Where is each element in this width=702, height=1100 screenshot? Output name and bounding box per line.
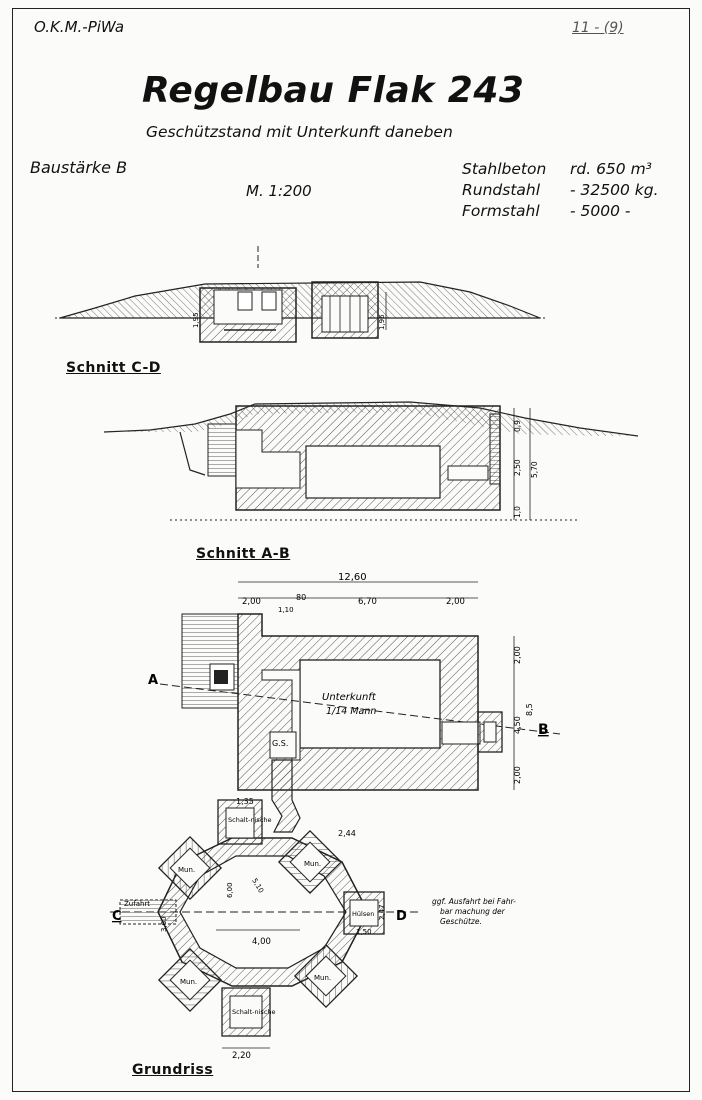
ammo-label: Mun. xyxy=(180,978,197,986)
dimension-text: 2,00 xyxy=(446,597,465,607)
niche-label: Schalt-nische xyxy=(232,1008,276,1016)
ammo-bay xyxy=(157,835,223,901)
dimension-text: 2,00 xyxy=(242,597,261,607)
ammo-box xyxy=(261,291,277,311)
ammo-label: Mun. xyxy=(314,974,331,982)
shelter-room-plan xyxy=(299,659,441,749)
material-value: - 5000 - xyxy=(570,202,631,220)
dimension-text: 2,00 xyxy=(513,646,522,664)
sleeve-label: Hülsen xyxy=(352,910,374,918)
material-value: - 32500 kg. xyxy=(570,181,659,199)
material-label: Stahlbeton xyxy=(462,160,547,178)
section-marker-a: A xyxy=(148,673,158,688)
dimension-text: 0,9 xyxy=(513,420,522,432)
ammo-bay xyxy=(277,829,343,895)
section-label-ab: Schnitt A-B xyxy=(196,546,291,562)
section-label-cd: Schnitt C-D xyxy=(66,360,161,376)
dimension-text: 1,95 xyxy=(192,312,200,328)
material-value: rd. 650 m³ xyxy=(570,160,652,178)
shell-case-room xyxy=(349,899,379,927)
section-marker-c: C xyxy=(112,909,122,924)
access-road xyxy=(119,899,177,925)
ammo-box xyxy=(237,291,253,311)
shelter-cavity xyxy=(305,445,441,499)
switch-niche-room xyxy=(229,995,263,1029)
sheet-border xyxy=(12,8,690,1092)
dimension-text: 8,5 xyxy=(525,703,534,716)
material-row: Formstahl - 5000 - xyxy=(462,202,631,220)
exit-shaft-plan xyxy=(483,721,497,743)
access-stairs xyxy=(207,423,237,477)
sheet-number: 11 - (9) xyxy=(572,20,624,36)
dimension-text: 5,70 xyxy=(530,461,539,478)
section-marker-b: B xyxy=(538,722,549,738)
dimension-text: 1,50 xyxy=(356,928,372,936)
section-line-ab xyxy=(159,683,561,735)
dimension-text: 1,96 xyxy=(378,314,386,330)
dimension-text: 1,0 xyxy=(513,506,522,518)
dimension-text: 4,00 xyxy=(252,937,271,947)
note-text: Geschütze. xyxy=(440,917,482,926)
connecting-passage xyxy=(271,759,301,833)
plan-view: 12,60 2,00 80 6,70 2,00 1,10 Unterkunft … xyxy=(110,572,561,1061)
material-row: Stahlbeton rd. 650 m³ xyxy=(462,160,652,178)
plan-label: Grundriss xyxy=(132,1062,214,1078)
dimension-text: 80 xyxy=(296,593,306,602)
construction-strength: Baustärke B xyxy=(30,158,128,177)
dimension-text: 3,60 xyxy=(160,916,168,932)
dimension-text: 2,47 xyxy=(378,904,386,920)
ammo-bay xyxy=(157,947,223,1013)
note-text: ggf. Ausfahrt bei Fahr- xyxy=(432,897,516,906)
section-ab: 0,9 2,50 5,70 1,0 xyxy=(103,401,639,521)
ammo-label: Mun. xyxy=(178,866,195,874)
office-label: O.K.M.-PiWa xyxy=(34,18,125,36)
material-label: Rundstahl xyxy=(462,181,541,199)
drawing-scale: M. 1:200 xyxy=(246,182,312,200)
vent-shaft xyxy=(214,670,228,684)
access-label: Zufahrt xyxy=(124,900,150,908)
earth-mound xyxy=(59,281,541,319)
dimension-text: 6,00 xyxy=(226,882,234,898)
entrance-passage xyxy=(235,429,301,489)
gas-lock-label: G.S. xyxy=(272,739,288,748)
section-cd: 1,95 1,96 xyxy=(55,246,545,343)
dimension-text: 4,50 xyxy=(513,716,522,734)
dimension-text: 12,60 xyxy=(338,572,367,583)
room-capacity: 1/14 Mann xyxy=(326,706,376,717)
trench-slope xyxy=(179,431,206,476)
access-stairs-plan xyxy=(181,613,239,709)
emergency-exit-passage xyxy=(447,465,489,481)
shelter-room xyxy=(321,295,369,333)
section-marker-d: D xyxy=(396,909,407,924)
ammo-bay xyxy=(293,943,359,1009)
drawing-subtitle: Geschützstand mit Unterkunft daneben xyxy=(146,123,453,141)
room-label: Unterkunft xyxy=(322,692,377,703)
dimension-text: 2,00 xyxy=(513,766,522,784)
switch-niche-room xyxy=(225,807,255,839)
earth-cover xyxy=(104,402,638,436)
exit-shaft xyxy=(489,413,501,485)
ammo-label: Mun. xyxy=(304,860,321,868)
dimension-text: 2,50 xyxy=(513,459,522,476)
material-label: Formstahl xyxy=(462,202,540,220)
dimension-text: 1,10 xyxy=(278,606,294,614)
note-text: bar machung der xyxy=(440,907,506,916)
dimension-text: 2,20 xyxy=(232,1051,251,1061)
drawing-title: Regelbau Flak 243 xyxy=(142,70,525,111)
exit-corridor xyxy=(441,721,481,745)
dimension-text: 6,70 xyxy=(358,597,377,607)
niche-label: Schalt-nische xyxy=(228,816,272,824)
gas-lock xyxy=(269,731,297,759)
dimension-text: 2,44 xyxy=(338,829,356,838)
material-row: Rundstahl - 32500 kg. xyxy=(462,181,659,199)
